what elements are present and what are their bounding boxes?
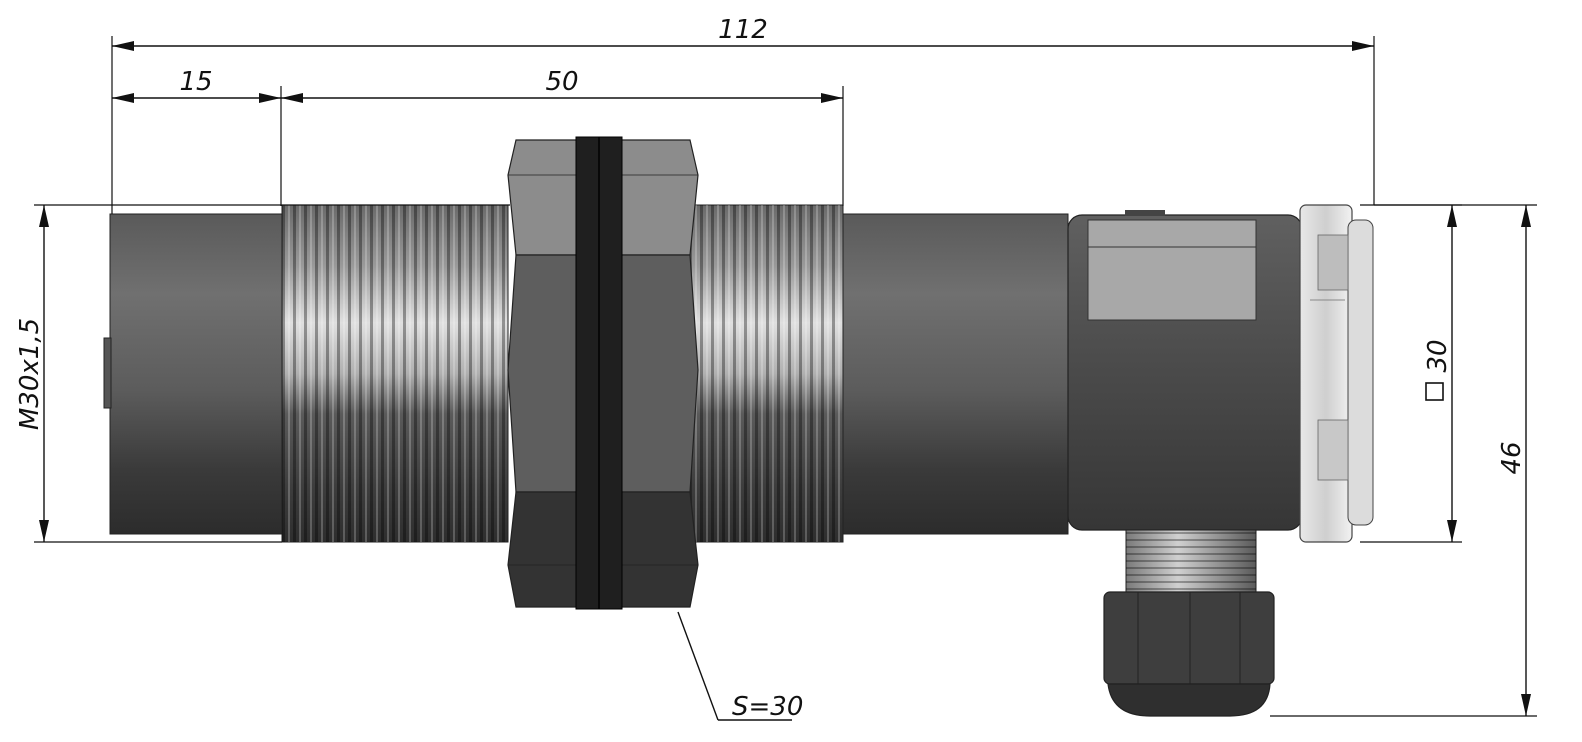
dim-112-label: 112 <box>718 15 768 45</box>
wrench-size-leader: S=30 <box>677 611 803 722</box>
dimension-thread-length: 50 <box>281 67 843 103</box>
cable-gland-nut <box>1103 591 1275 717</box>
threaded-section-front <box>281 204 509 543</box>
transparent-cap <box>1299 204 1374 543</box>
dim-thread-label: M30x1,5 <box>15 318 45 430</box>
dim-15-label: 15 <box>179 67 212 97</box>
dim-wrench-label: S=30 <box>732 692 803 722</box>
dimension-head-square: 30 <box>1423 205 1457 542</box>
dim-50-label: 50 <box>545 67 578 97</box>
lock-washer <box>575 136 623 610</box>
dimension-thread-size: M30x1,5 <box>15 205 49 542</box>
dim-46-label: 46 <box>1497 441 1527 474</box>
rear-cylinder <box>842 213 1069 535</box>
dimension-total-height: 46 <box>1497 205 1531 716</box>
sensor-front-cylinder <box>103 213 283 535</box>
dimension-overall-length: 112 <box>112 15 1374 51</box>
cable-gland-thread <box>1125 529 1257 593</box>
dim-square-label: 30 <box>1423 339 1453 372</box>
connector-head <box>1067 210 1303 531</box>
threaded-section-rear <box>689 204 844 543</box>
square-icon <box>1425 382 1444 401</box>
dimension-front-length: 15 <box>112 67 281 103</box>
extension-lines <box>34 36 1537 717</box>
